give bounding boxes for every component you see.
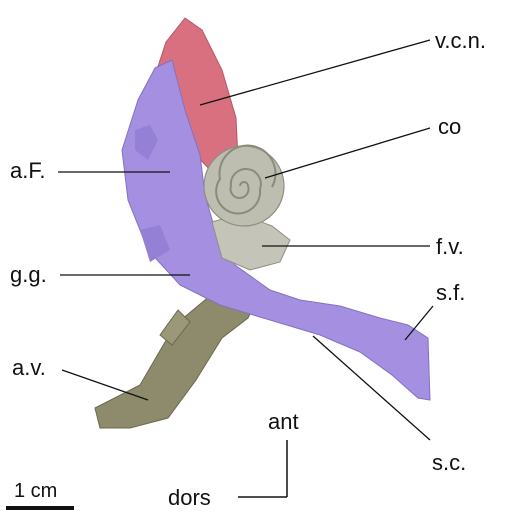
label-gg: g.g.: [10, 264, 47, 286]
scale-bar: [6, 506, 74, 510]
scale-label: 1 cm: [14, 481, 57, 501]
label-dors: dors: [168, 487, 211, 509]
leader-av: [62, 370, 148, 400]
label-sf: s.f.: [436, 282, 465, 304]
label-sc: s.c.: [432, 452, 466, 474]
leader-vcn: [200, 40, 430, 105]
label-av: a.v.: [12, 357, 46, 379]
label-co: co: [438, 116, 461, 138]
label-aF: a.F.: [10, 160, 45, 182]
label-ant: ant: [268, 411, 299, 433]
leader-co: [265, 128, 430, 178]
label-vcn: v.c.n.: [435, 30, 486, 52]
label-fv: f.v.: [436, 236, 464, 258]
